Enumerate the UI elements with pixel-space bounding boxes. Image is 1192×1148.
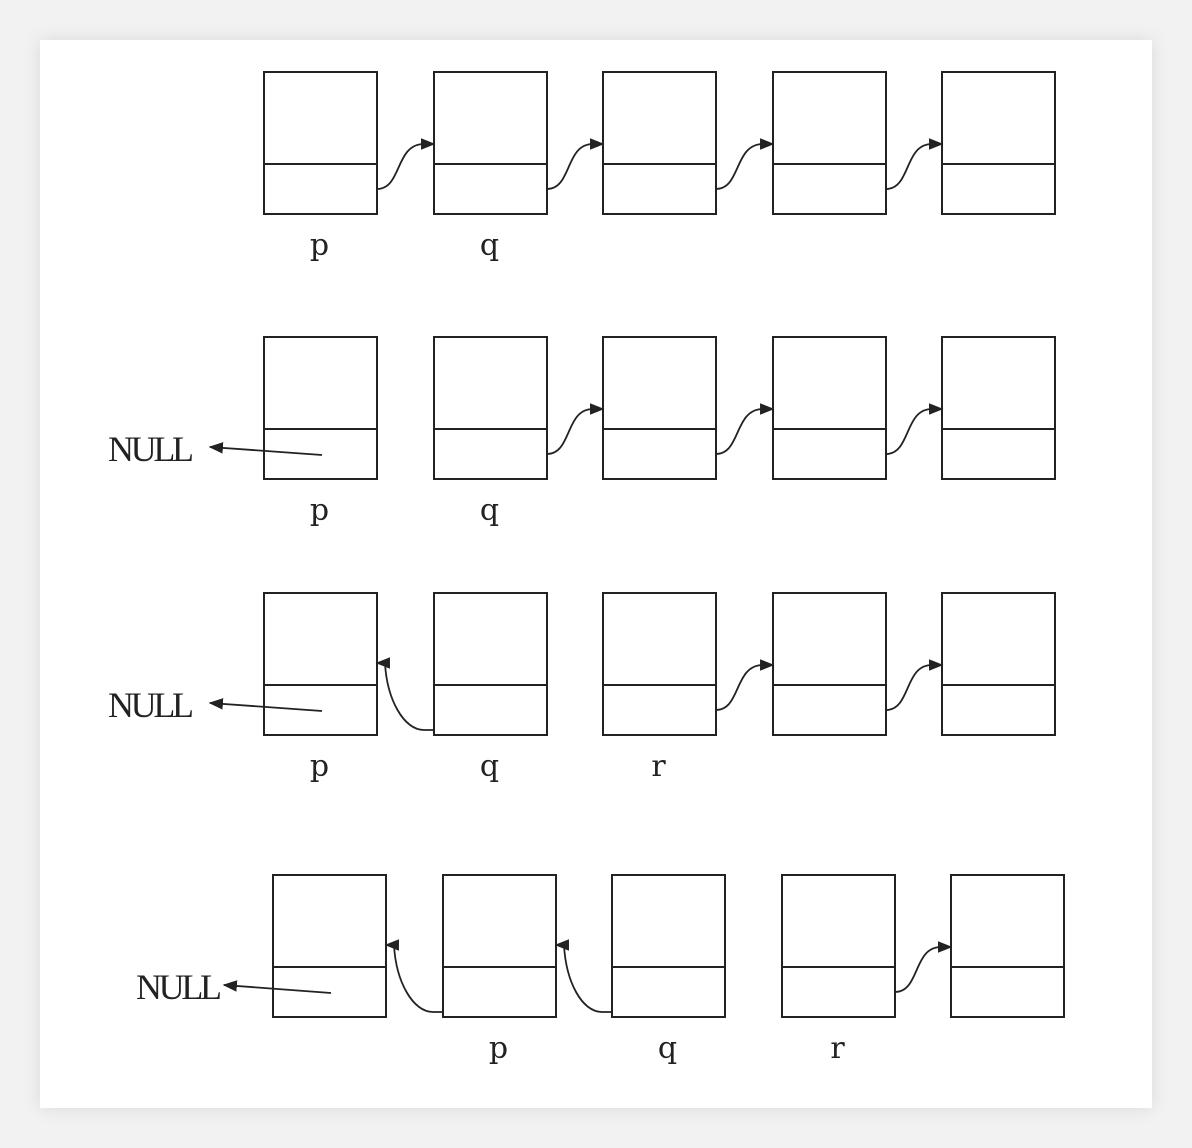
node-box (781, 874, 896, 1018)
node-box (611, 874, 726, 1018)
pointer-label-r: r (651, 749, 666, 784)
next-pointer-arrow (715, 138, 775, 190)
null-pointer: NULL (136, 967, 332, 1007)
list-node (433, 336, 548, 480)
node-box (272, 874, 387, 1018)
list-node (772, 336, 887, 480)
next-pointer-arrow (885, 403, 944, 455)
pointer-label-p: p (310, 749, 329, 784)
null-label: NULL (136, 967, 222, 1007)
next-pointer-arrow (885, 659, 944, 711)
node-box (442, 874, 557, 1018)
pointer-label-q: q (480, 749, 499, 784)
next-pointer-arrow (384, 939, 443, 1013)
node-box (433, 71, 548, 215)
next-pointer-arrow (885, 138, 944, 190)
list-node (433, 592, 548, 736)
node-box (433, 336, 548, 480)
list-node (602, 336, 717, 480)
next-pointer-arrow (546, 403, 605, 455)
list-node (272, 874, 387, 1018)
pointer-label-p: p (489, 1031, 508, 1066)
node-box (263, 592, 378, 736)
null-pointer: NULL (108, 685, 323, 725)
next-pointer-arrow (376, 138, 436, 190)
node-box (602, 71, 717, 215)
node-box (263, 336, 378, 480)
null-arrow (222, 980, 332, 994)
node-box (772, 71, 887, 215)
list-node (772, 71, 887, 215)
list-node (433, 71, 548, 215)
node-box (602, 592, 717, 736)
list-node (263, 336, 378, 480)
node-box (263, 71, 378, 215)
pointer-label-q: q (658, 1031, 677, 1066)
null-arrow (208, 442, 323, 456)
node-box (433, 592, 548, 736)
next-pointer-arrow (375, 657, 434, 731)
pointer-label-p: p (310, 228, 329, 263)
node-box (772, 592, 887, 736)
node-box (941, 592, 1056, 736)
node-box (941, 71, 1056, 215)
null-label: NULL (108, 685, 194, 725)
node-box (602, 336, 717, 480)
list-node (263, 592, 378, 736)
null-arrow (208, 698, 323, 712)
node-box (950, 874, 1065, 1018)
stage-3: NULL p q r (108, 592, 1056, 784)
null-label: NULL (108, 429, 194, 469)
next-pointer-arrow (554, 939, 612, 1013)
next-pointer-arrow (715, 403, 775, 455)
list-node (781, 874, 896, 1018)
list-node (941, 592, 1056, 736)
list-node (602, 592, 717, 736)
diagram-card (40, 40, 1152, 1108)
pointer-label-q: q (480, 493, 499, 528)
node-box (772, 336, 887, 480)
node-box (941, 336, 1056, 480)
list-node (950, 874, 1065, 1018)
pointer-label-r: r (830, 1031, 845, 1066)
pointer-label-p: p (310, 493, 329, 528)
pointer-label-q: q (480, 228, 499, 263)
list-node (772, 592, 887, 736)
null-pointer: NULL (108, 429, 323, 469)
stage-4: NULL p q r (136, 874, 1065, 1066)
next-pointer-arrow (546, 138, 605, 190)
stage-2: NULL p q (108, 336, 1056, 528)
list-node (602, 71, 717, 215)
list-node (263, 71, 378, 215)
list-node (442, 874, 557, 1018)
next-pointer-arrow (715, 659, 775, 711)
list-node (941, 71, 1056, 215)
list-node (611, 874, 726, 1018)
next-pointer-arrow (894, 941, 953, 993)
list-node (941, 336, 1056, 480)
